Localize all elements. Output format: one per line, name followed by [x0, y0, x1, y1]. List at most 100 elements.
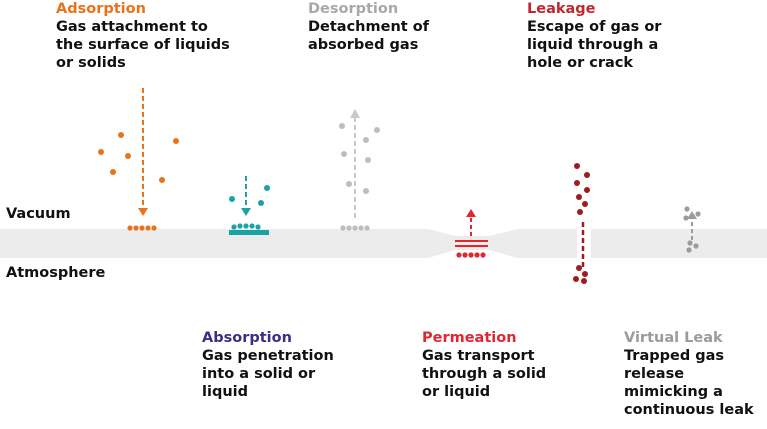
permeation-layer — [455, 245, 488, 247]
leaking-molecule — [574, 163, 580, 169]
permeating-molecule — [468, 252, 474, 258]
desorbing-molecule — [358, 225, 364, 231]
absorption-text: Absorption Gas penetration into a solid … — [202, 329, 334, 401]
leaking-molecule — [582, 201, 588, 207]
virtual-leak-title: Virtual Leak — [624, 330, 723, 346]
adsorption-molecule — [118, 132, 124, 138]
virtual-leak-desc-line: mimicking a — [624, 384, 723, 400]
desorption-illustration — [339, 109, 380, 231]
leaking-molecule — [582, 271, 588, 277]
absorbed-molecule — [243, 223, 249, 229]
absorbed-molecule — [249, 223, 255, 229]
desorbing-molecule — [340, 225, 346, 231]
leaking-molecule — [576, 265, 582, 271]
leakage-title: Leakage — [527, 1, 596, 17]
permeation-molecules — [456, 252, 486, 258]
absorption-molecule — [229, 196, 235, 202]
adsorbed-molecule — [145, 225, 151, 231]
adsorption-desc-line: the surface of liquids — [56, 37, 230, 53]
permeation-arrowhead — [466, 209, 476, 217]
absorption-free-molecules — [229, 185, 270, 206]
leakage-molecules — [573, 163, 590, 284]
desorbing-molecule — [364, 225, 370, 231]
permeating-molecule — [480, 252, 486, 258]
virtual-leak-molecule — [693, 243, 699, 249]
absorption-illustration — [229, 176, 270, 235]
desorption-surface-molecules — [340, 225, 370, 231]
vacuum-label: Vacuum — [6, 206, 71, 222]
adsorption-molecule — [173, 138, 179, 144]
atmosphere-label: Atmosphere — [6, 265, 106, 281]
absorption-desc-line: Gas penetration — [202, 348, 334, 364]
adsorption-molecule — [125, 153, 131, 159]
desorbing-molecule — [346, 225, 352, 231]
desorption-molecule — [374, 127, 380, 133]
leaking-molecule — [584, 172, 590, 178]
permeation-desc-line: or liquid — [422, 384, 491, 400]
virtual-leak-molecule — [695, 211, 701, 217]
adsorbed-molecule — [133, 225, 139, 231]
adsorption-title: Adsorption — [56, 1, 146, 17]
leakage-illustration — [573, 163, 590, 284]
permeating-molecule — [456, 252, 462, 258]
leaking-molecule — [573, 276, 579, 282]
desorption-arrowhead — [350, 109, 360, 118]
leakage-desc-line: Escape of gas or — [527, 19, 662, 35]
adsorption-molecule — [98, 149, 104, 155]
permeation-title: Permeation — [422, 330, 517, 346]
virtual-leak-molecule — [687, 240, 693, 246]
permeation-layer — [455, 240, 488, 242]
adsorbed-molecule — [139, 225, 145, 231]
virtual-leak-desc-line: release — [624, 366, 685, 382]
desorption-text: Desorption Detachment of absorbed gas — [308, 0, 429, 54]
leaking-molecule — [576, 194, 582, 200]
absorbed-molecule — [237, 223, 243, 229]
chamber-wall-band — [0, 229, 767, 258]
leakage-text: Leakage Escape of gas or liquid through … — [527, 0, 661, 72]
desorption-molecule — [363, 188, 369, 194]
desorption-molecule — [346, 181, 352, 187]
leakage-desc-line: liquid through a — [527, 37, 659, 53]
adsorption-molecule — [159, 177, 165, 183]
desorption-desc-line: absorbed gas — [308, 37, 419, 53]
virtual-leak-desc-line: continuous leak — [624, 402, 754, 418]
leaking-molecule — [581, 278, 587, 284]
absorbed-molecule — [255, 224, 261, 230]
adsorption-arrowhead — [138, 208, 148, 216]
desorption-molecule — [363, 137, 369, 143]
absorption-title: Absorption — [202, 330, 292, 346]
desorption-desc-line: Detachment of — [308, 19, 430, 35]
adsorption-illustration — [98, 88, 179, 231]
desorption-molecule — [365, 157, 371, 163]
permeation-text: Permeation Gas transport through a solid… — [422, 329, 546, 401]
virtual-leak-molecule — [684, 206, 690, 212]
absorption-molecule — [258, 200, 264, 206]
leaking-molecule — [574, 180, 580, 186]
virtual-leak-molecule — [686, 247, 692, 253]
absorption-surface-layer — [229, 230, 269, 235]
virtual-leak-text: Virtual Leak Trapped gas release mimicki… — [624, 329, 754, 419]
adsorption-surface-molecules — [127, 225, 157, 231]
leaking-molecule — [584, 187, 590, 193]
adsorption-free-molecules — [98, 132, 179, 183]
adsorbed-molecule — [151, 225, 157, 231]
permeating-molecule — [474, 252, 480, 258]
adsorption-desc-line: or solids — [56, 55, 126, 71]
absorption-molecule — [264, 185, 270, 191]
virtual-leak-molecule — [683, 215, 689, 221]
absorption-desc-line: liquid — [202, 384, 248, 400]
desorption-free-molecules — [339, 123, 380, 194]
permeation-desc-line: Gas transport — [422, 348, 535, 364]
desorbing-molecule — [352, 225, 358, 231]
virtual-leak-illustration — [683, 206, 701, 253]
adsorbed-molecule — [127, 225, 133, 231]
permeating-molecule — [462, 252, 468, 258]
adsorption-desc-line: Gas attachment to — [56, 19, 208, 35]
leak-crack — [577, 229, 591, 258]
virtual-leak-molecules — [683, 206, 701, 253]
adsorption-text: Adsorption Gas attachment to the surface… — [56, 0, 230, 72]
absorbed-molecule — [231, 224, 237, 230]
leakage-desc-line: hole or crack — [527, 55, 634, 71]
absorption-surface-molecules — [231, 223, 261, 230]
